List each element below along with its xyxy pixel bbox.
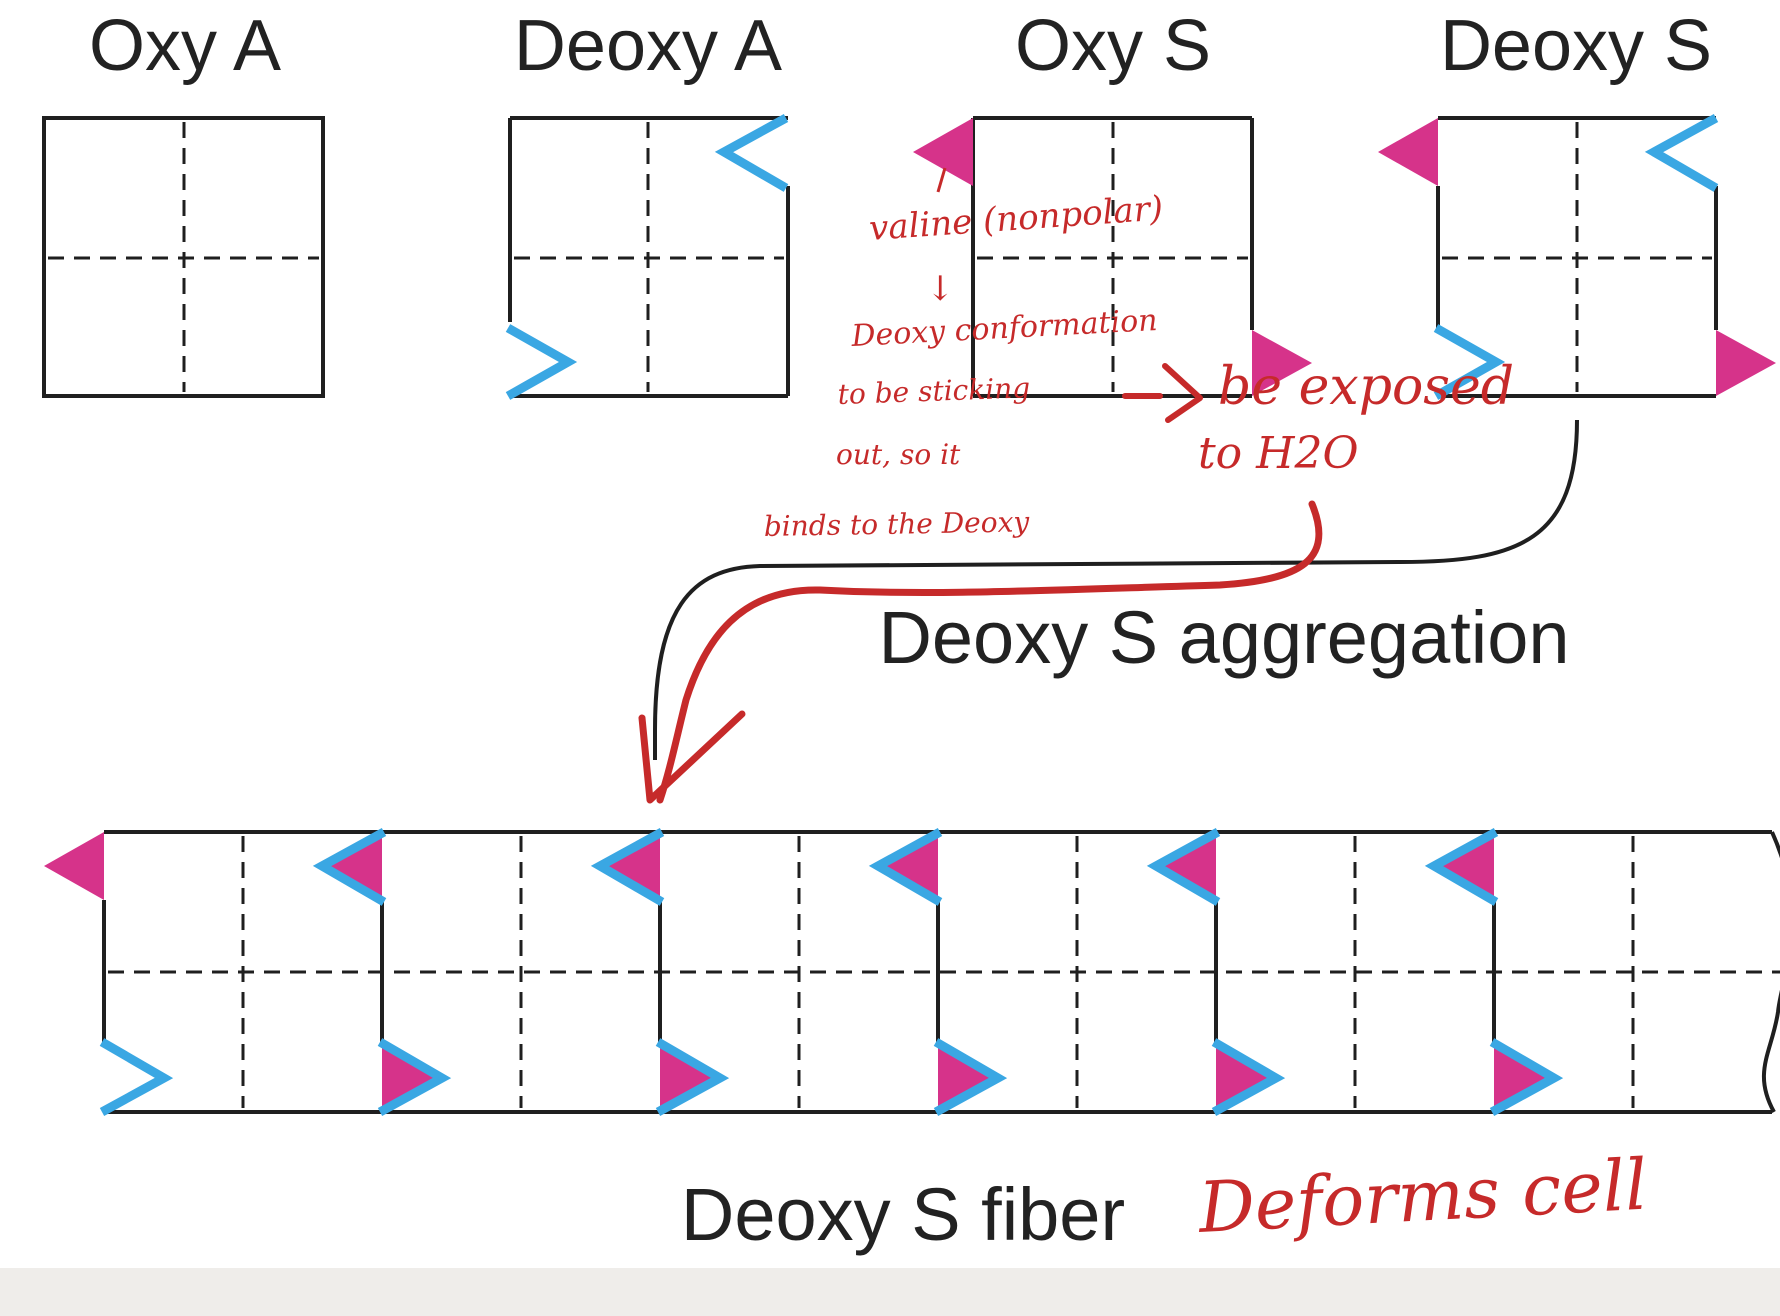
label-oxy-a: Oxy A (89, 6, 281, 86)
sticky-patch-icon (1378, 118, 1438, 186)
deoxy-s-tetramer (1378, 114, 1776, 400)
label-aggregation: Deoxy S aggregation (878, 596, 1569, 679)
sticky-patch-icon (660, 1044, 720, 1112)
complementary-site-icon (1211, 1038, 1286, 1116)
complementary-site-icon (1489, 1038, 1564, 1116)
deoxy-a-tetramer (505, 114, 790, 400)
label-oxy-s: Oxy S (1015, 6, 1211, 86)
annotation-arrowhead (638, 710, 746, 804)
annotation-arrow (656, 500, 1323, 804)
annotation-line-4: to be sticking (837, 371, 1031, 411)
annotation-line-3: Deoxy conformation (850, 303, 1159, 354)
sticky-patch-icon (1494, 1044, 1554, 1112)
label-deoxy-s: Deoxy S (1440, 6, 1712, 86)
complementary-site-icon (933, 1038, 1008, 1116)
annotation-line-2: ↓ (926, 269, 955, 309)
sticky-patch-icon (1252, 330, 1312, 396)
complementary-site-icon (1424, 828, 1499, 906)
sticky-patch-icon (1216, 1044, 1276, 1112)
complementary-site-icon (312, 828, 387, 906)
annotation-line-7: be exposed (1218, 357, 1514, 417)
complementary-site-icon (590, 828, 665, 906)
sticky-patch-icon (1716, 330, 1776, 396)
complementary-site-icon (714, 114, 789, 192)
complementary-site-icon (1644, 114, 1719, 192)
complementary-site-icon (868, 828, 943, 906)
annotation-line-1: valine (nonpolar) (868, 189, 1165, 249)
aggregation-arrow (653, 419, 1579, 760)
label-deoxy-a: Deoxy A (514, 6, 782, 86)
sticky-patch-icon (382, 1044, 442, 1112)
sticky-patch-icon (913, 118, 973, 186)
complementary-site-icon (1433, 324, 1506, 400)
annotation-line-8: to H2O (1198, 428, 1359, 479)
sticky-patch-icon (1434, 832, 1494, 900)
oxy-s-tetramer (913, 116, 1312, 398)
annotation-fiber-note: Deforms cell (1195, 1144, 1650, 1249)
deoxy-s-fiber (44, 828, 1780, 1116)
diagram-panel: Oxy A Deoxy A Oxy S Deoxy S (0, 0, 1780, 1268)
label-fiber: Deoxy S fiber (681, 1173, 1125, 1256)
complementary-site-icon (377, 1038, 452, 1116)
sticky-patch-icon (44, 832, 104, 900)
annotation-line-5: out, so it (836, 438, 961, 471)
annotation-arrow (1122, 363, 1203, 423)
fiber-broken-end (1761, 831, 1780, 1113)
sticky-patch-icon (600, 832, 660, 900)
complementary-site-icon (655, 1038, 730, 1116)
sticky-patch-icon (938, 1044, 998, 1112)
complementary-site-icon (505, 324, 578, 400)
complementary-site-icon (1146, 828, 1221, 906)
sticky-patch-icon (1156, 832, 1216, 900)
complementary-site-icon (99, 1038, 174, 1116)
sticky-patch-icon (878, 832, 938, 900)
annotation-line-6: binds to the Deoxy (764, 505, 1031, 543)
oxy-a-tetramer (42, 116, 325, 398)
sticky-patch-icon (322, 832, 382, 900)
